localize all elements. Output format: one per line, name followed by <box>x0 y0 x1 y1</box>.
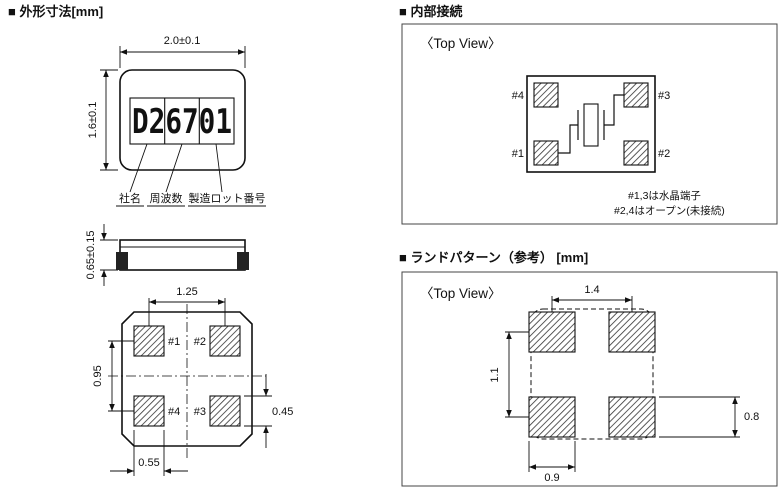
dim-land-pitch-y-label: 1.1 <box>489 367 501 382</box>
land-section-frame <box>401 271 778 487</box>
internal-pad-3-label: #3 <box>658 90 670 102</box>
land-pad-top-left <box>528 311 576 353</box>
side-terminal-left <box>116 252 128 270</box>
dim-land-pad-height-label: 0.8 <box>744 411 759 423</box>
internal-note-1: #1,3は水晶端子 <box>628 189 701 202</box>
label-company: 社名 <box>119 191 141 205</box>
dim-thickness-label: 0.65±0.15 <box>85 231 97 280</box>
marking-legend: 社名 周波数 製造ロット番号 <box>116 143 266 207</box>
outline-bottom-view: 1.25 #1 #2 #4 #3 0.95 0.55 <box>92 286 293 476</box>
dim-pad-width-label: 0.55 <box>138 457 159 469</box>
outline-side-view: 0.65±0.15 <box>85 224 249 286</box>
land-pad-bottom-left <box>528 396 576 438</box>
bottom-pad-4 <box>133 395 165 427</box>
land-pad-bottom-right <box>608 396 656 438</box>
bottom-pad-2 <box>209 325 241 357</box>
internal-pad-4 <box>533 82 559 108</box>
dim-width-label: 2.0±0.1 <box>164 35 201 47</box>
dim-thickness: 0.65±0.15 <box>85 224 118 286</box>
dim-pad-pitch-y-label: 0.95 <box>92 365 104 386</box>
bottom-pad-2-label: #2 <box>194 336 206 348</box>
internal-top-view-label: 〈Top View〉 <box>420 36 502 51</box>
outline-top-view: 2.0±0.1 1.6±0.1 D26701 社名 周波数 製造ロット番号 <box>87 35 266 207</box>
internal-pad-2 <box>623 140 649 166</box>
outline-section-title: ■ 外形寸法[mm] <box>8 4 103 19</box>
internal-package-outline <box>526 75 656 173</box>
internal-pad-1-label: #1 <box>512 148 524 160</box>
internal-pad-3 <box>623 82 649 108</box>
dim-land-pitch-x: 1.4 <box>551 284 633 312</box>
crystal-symbol <box>558 94 624 154</box>
dim-pad-width: 0.55 <box>110 430 188 476</box>
dim-width: 2.0±0.1 <box>119 35 246 68</box>
internal-pad-4-label: #4 <box>512 90 524 102</box>
dim-height-label: 1.6±0.1 <box>87 102 99 139</box>
internal-section-frame <box>401 23 778 225</box>
land-top-view-label: 〈Top View〉 <box>420 286 502 301</box>
dim-land-pitch-x-label: 1.4 <box>584 284 599 296</box>
bottom-outline <box>121 311 253 447</box>
package-outline <box>119 69 246 171</box>
dim-pad-height: 0.45 <box>244 374 293 448</box>
internal-section-title: ■ 内部接続 <box>399 4 462 19</box>
land-package-outline-dashed <box>530 308 654 440</box>
dim-land-pad-width-label: 0.9 <box>544 472 559 484</box>
dim-land-pad-height: 0.8 <box>659 396 759 438</box>
label-lot: 製造ロット番号 <box>189 191 266 205</box>
dim-height: 1.6±0.1 <box>87 69 118 171</box>
outline-marking: D26701 <box>129 97 235 145</box>
dim-pad-pitch-y: 0.95 <box>92 340 134 412</box>
land-section-title: ■ ランドパターン（参考） [mm] <box>399 250 588 265</box>
land-pattern-diagram: 〈Top View〉 1.4 1.1 0.9 0.8 <box>420 284 759 484</box>
internal-pad-1 <box>533 140 559 166</box>
bottom-pad-1 <box>133 325 165 357</box>
bottom-pad-3 <box>209 395 241 427</box>
internal-connection-diagram: 〈Top View〉 #4 #3 #1 #2 #1,3は水晶端子 #2,4はオー… <box>420 36 725 217</box>
label-frequency: 周波数 <box>150 192 183 205</box>
land-pad-top-right <box>608 311 656 353</box>
marking-text: D26701 <box>132 102 232 142</box>
side-terminal-right <box>237 252 249 270</box>
bottom-pad-1-label: #1 <box>168 336 180 348</box>
internal-pad-2-label: #2 <box>658 148 670 160</box>
dim-pad-pitch-x-label: 1.25 <box>176 286 197 298</box>
bottom-pad-3-label: #3 <box>194 406 206 418</box>
dim-land-pitch-y: 1.1 <box>489 331 529 418</box>
bottom-pad-4-label: #4 <box>168 406 180 418</box>
dim-pad-height-label: 0.45 <box>272 406 293 418</box>
internal-note-2: #2,4はオープン(未接続) <box>614 204 725 217</box>
dim-land-pad-width: 0.9 <box>528 441 576 484</box>
